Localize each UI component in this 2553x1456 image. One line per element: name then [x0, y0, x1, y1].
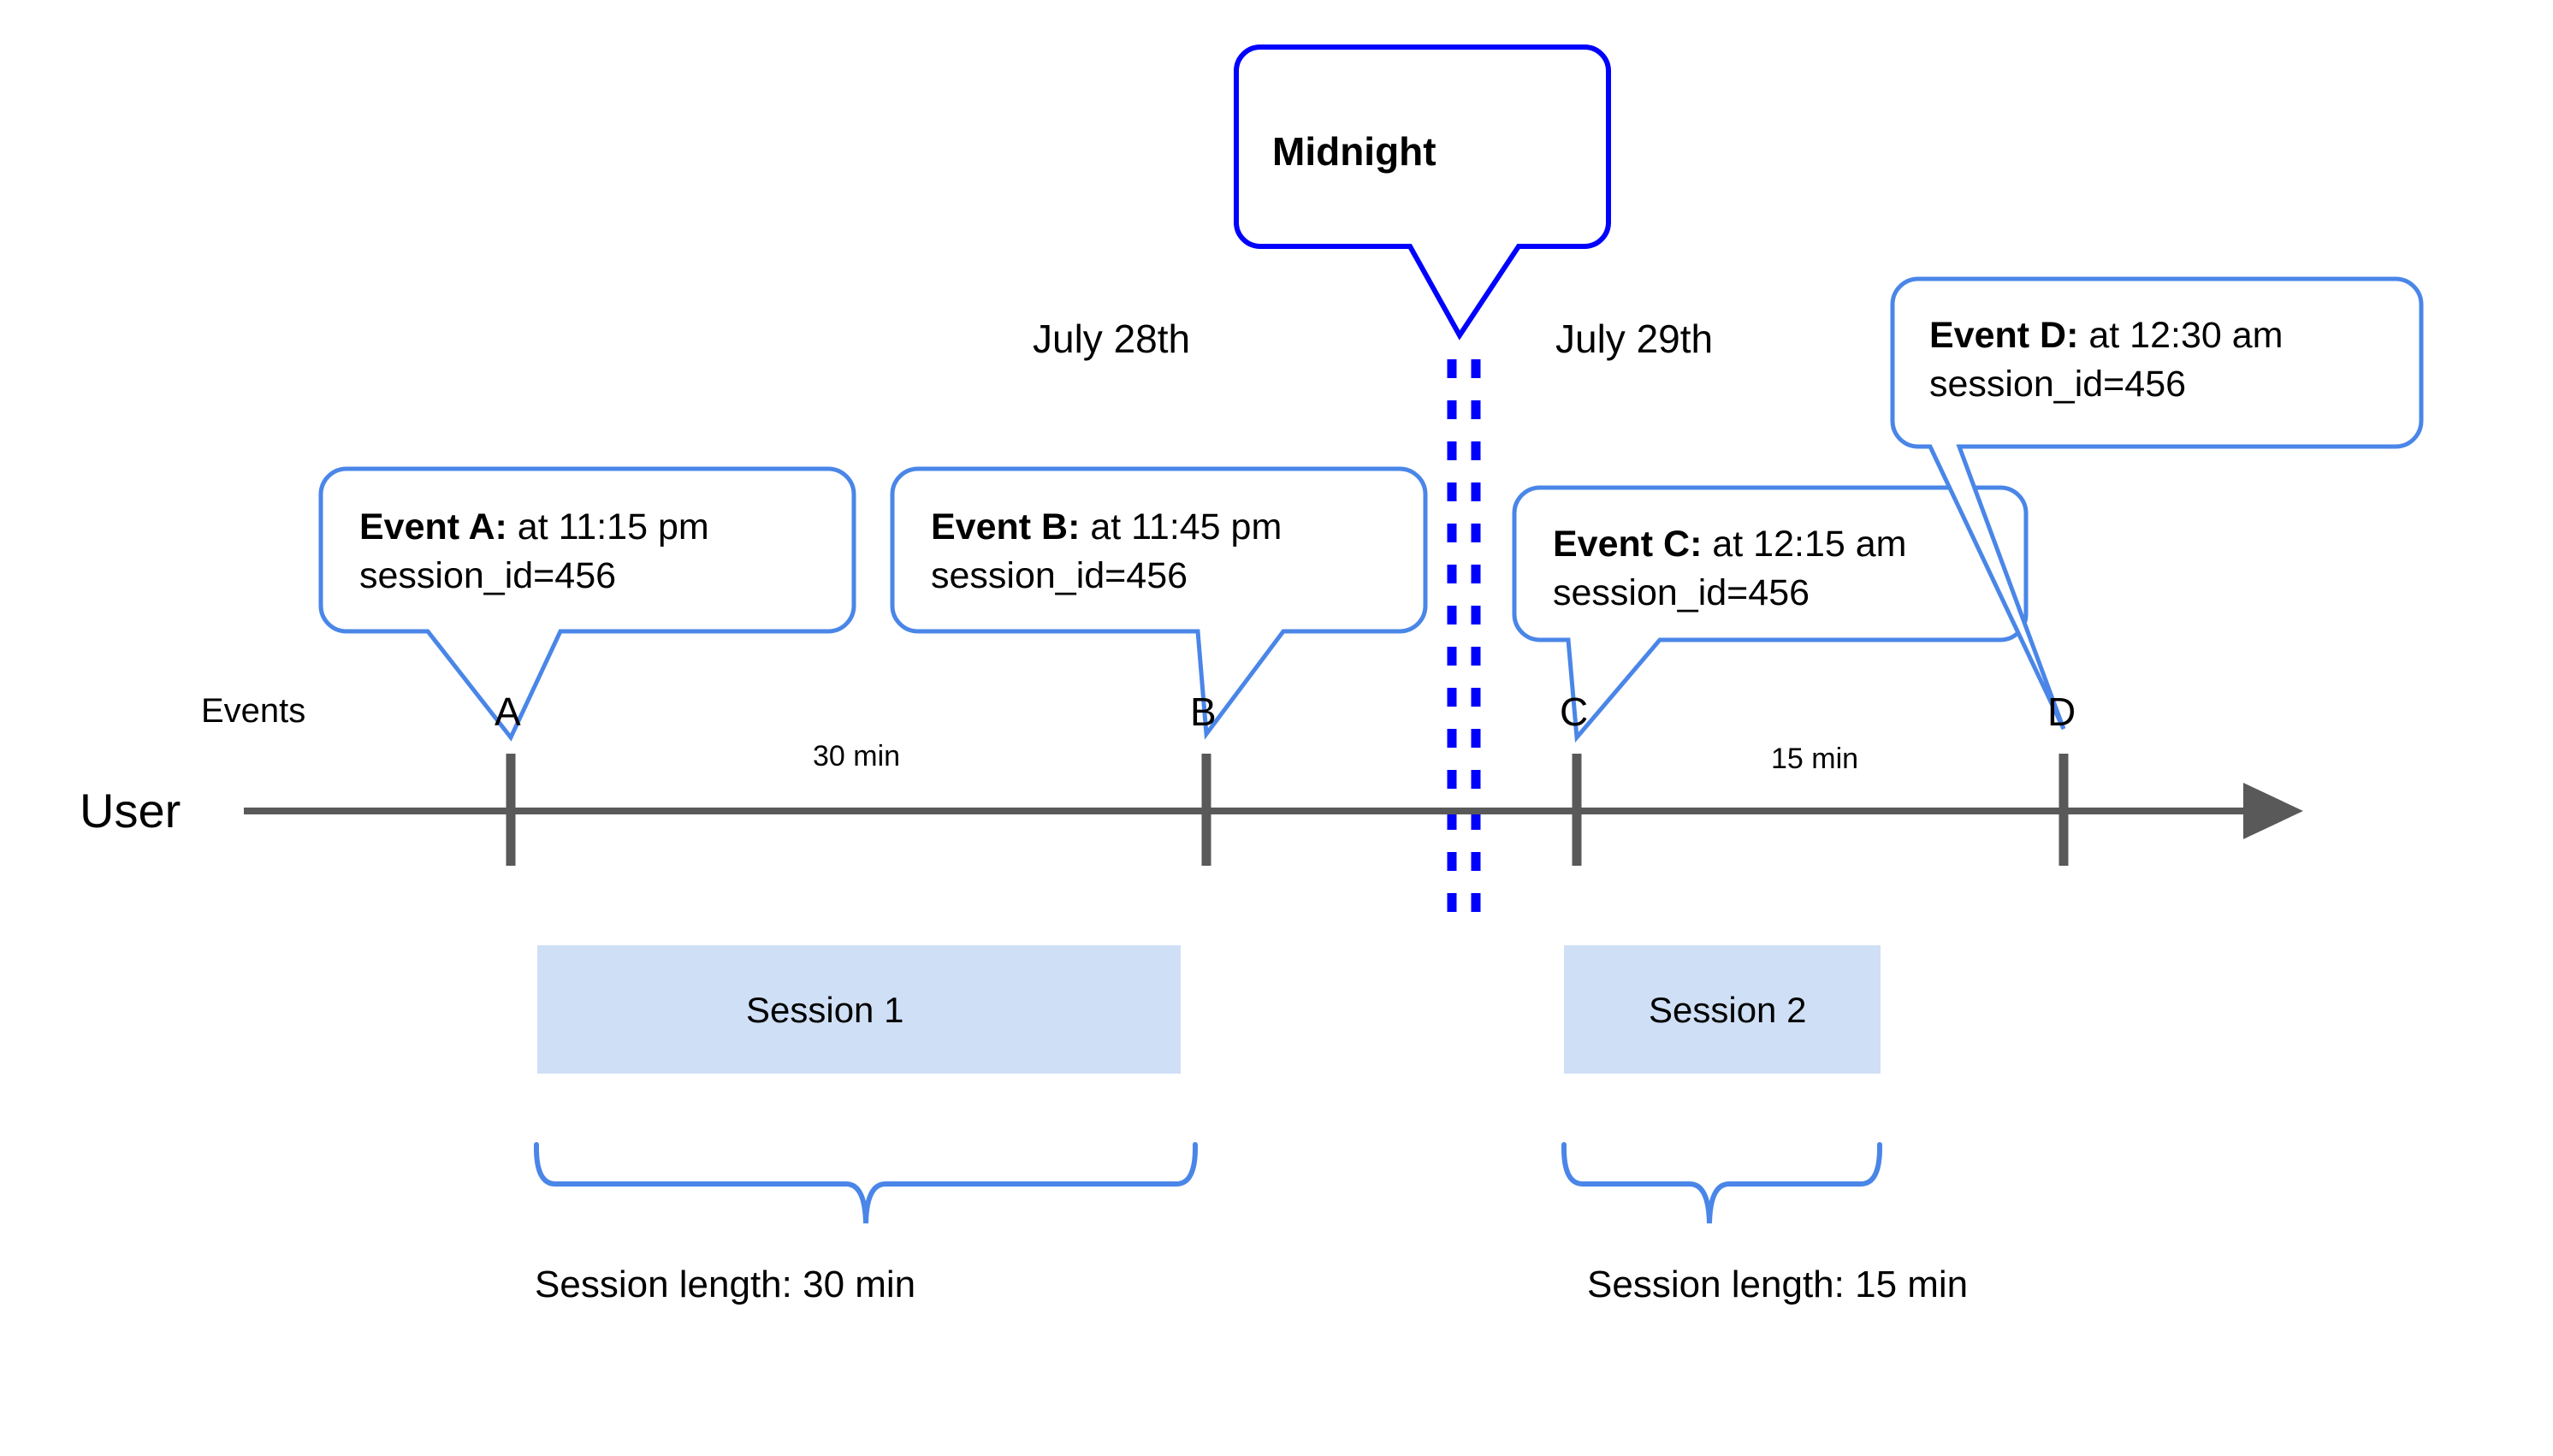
event-callout-line2-a: session_id=456 [359, 554, 617, 596]
event-callout-text-b: Event B: at 11:45 pm session_id=456 [931, 503, 1282, 601]
event-marker-label-c: C [1560, 690, 1589, 734]
interval-label-30-min: 30 min [813, 740, 901, 772]
timeline-arrowhead [2243, 783, 2303, 839]
event-callout-line2-c: session_id=456 [1553, 571, 1810, 613]
session-bar-2 [1564, 945, 1881, 1074]
session-bar-label-1: Session 1 [746, 990, 904, 1030]
event-callout-title-d: Event D: [1929, 315, 2079, 356]
event-marker-label-d: D [2047, 690, 2076, 734]
session-length-label-2: Session length: 15 min [1587, 1264, 1969, 1305]
session-bar-label-2: Session 2 [1649, 990, 1807, 1030]
session-length-label-1: Session length: 30 min [535, 1264, 916, 1305]
events-row-label: Events [201, 692, 306, 730]
event-callout-text-a: Event A: at 11:15 pm session_id=456 [359, 503, 709, 601]
event-callout-detail-c: at 12:15 am [1702, 524, 1907, 565]
event-callout-title-c: Event C: [1553, 524, 1703, 565]
date-label-july-28: July 28th [1033, 317, 1191, 361]
session-bar-1 [537, 945, 1181, 1074]
event-callout-title-a: Event A: [359, 506, 507, 547]
event-callout-text-c: Event C: at 12:15 am session_id=456 [1553, 520, 1906, 618]
date-label-july-29: July 29th [1555, 317, 1714, 361]
event-marker-label-a: A [495, 690, 521, 734]
event-callout-line2-b: session_id=456 [931, 554, 1188, 596]
event-callout-detail-a: at 11:15 pm [506, 506, 709, 547]
event-callout-title-b: Event B: [931, 506, 1081, 547]
event-callout-detail-b: at 11:45 pm [1080, 506, 1282, 547]
session-brace-1 [533, 1142, 1199, 1224]
event-callout-detail-d: at 12:30 am [2078, 315, 2283, 356]
user-row-label: User [80, 784, 181, 837]
midnight-label: Midnight [1272, 129, 1436, 174]
session-brace-2 [1561, 1142, 1883, 1224]
event-marker-label-b: B [1190, 690, 1217, 734]
interval-label-15-min: 15 min [1771, 743, 1859, 775]
midnight-callout-shape [1234, 44, 1611, 340]
event-callout-line2-d: session_id=456 [1929, 363, 2187, 405]
event-callout-text-d: Event D: at 12:30 am session_id=456 [1929, 311, 2283, 409]
